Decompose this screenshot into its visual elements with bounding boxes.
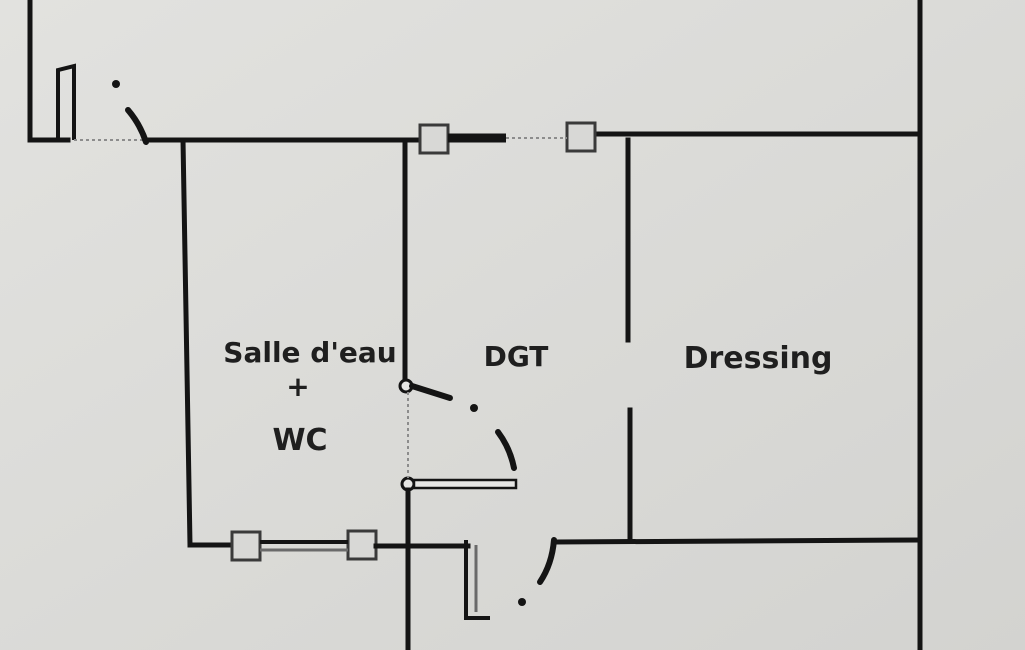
bathroom-label-line1: Salle d'eau [223,336,396,369]
dressing-walls [373,137,923,549]
lower-door [464,537,557,620]
dressing-label: Dressing [684,341,833,376]
bottom-window [230,529,378,562]
bathroom-label-line2: + [286,370,309,403]
upper-left-room-walls [27,0,76,143]
upper-door-jamb [56,63,76,140]
bathroom-door [398,378,518,650]
top-window [418,121,597,155]
corridor-label: DGT [484,340,549,373]
bathroom-label-line3: WC [272,423,327,458]
bathroom-walls [180,137,408,548]
